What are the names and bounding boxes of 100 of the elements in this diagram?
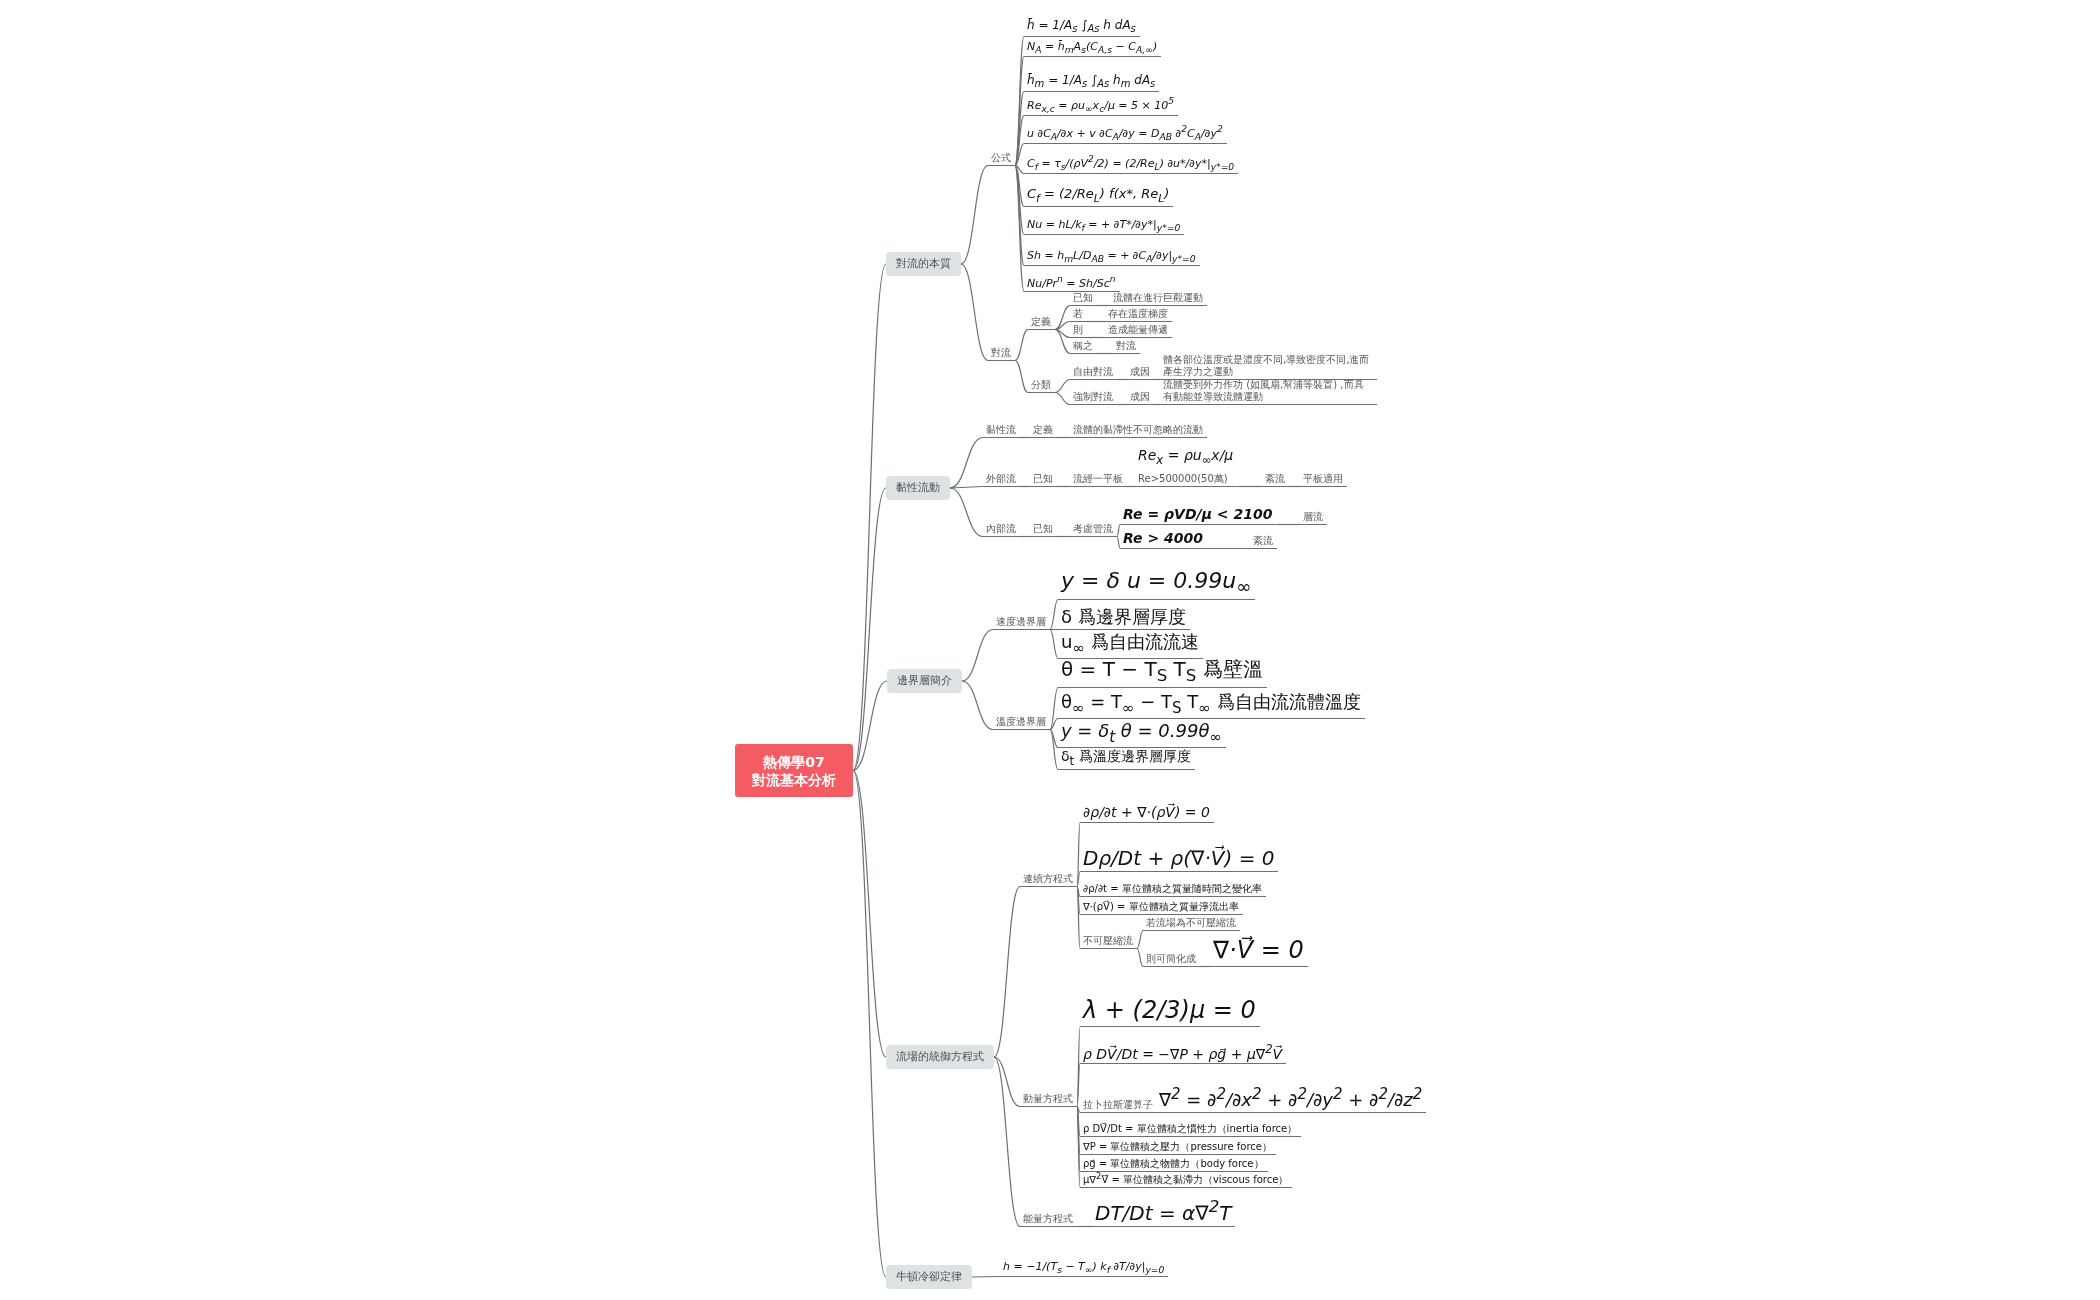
- branch-topic: 對流的本質: [886, 252, 961, 276]
- branch-topic: 牛頓冷卻定律: [886, 1265, 972, 1289]
- topic-node: [1080, 1085, 1427, 1113]
- topic-label: 動量方程式: [1020, 1093, 1077, 1107]
- connector-line: [1054, 391, 1071, 406]
- connector-line: [1049, 717, 1059, 731]
- topic-label: 已知: [1070, 292, 1097, 306]
- connector-line: [1136, 947, 1144, 968]
- branch-topic: 黏性流動: [886, 476, 950, 500]
- connector-line: [1096, 304, 1111, 307]
- connector-line: [960, 164, 989, 265]
- formula: μ∇$^{2}$V⃗ = 單位體積之黏滯力（viscous force）: [1080, 1170, 1293, 1188]
- topic-label: 速度邊界層: [993, 616, 1050, 630]
- formula: y = δ$_{t}$ θ = 0.99θ$_{∞}$: [1058, 720, 1226, 748]
- connector-line: [1014, 164, 1025, 208]
- connector-line: [949, 485, 984, 489]
- formula: u ∂C$_{A}$/∂x + v ∂C$_{A}$/∂y = D$_{AB}$ ∂$^{2}$C$_{A}$/∂y$^{2}$: [1024, 123, 1227, 144]
- topic-label: 溫度邊界層: [993, 716, 1050, 730]
- formula: ρ DV⃗/Dt = 單位體積之慣性力（inertia force）: [1080, 1123, 1302, 1137]
- connector-line: [1076, 1062, 1081, 1108]
- central-topic: 熱傳學07 對流基本分析: [735, 744, 853, 797]
- formula: ∇·(ρV⃗) = 單位體積之質量淨流出率: [1080, 901, 1243, 915]
- topic-label: 自由對流: [1070, 366, 1117, 380]
- topic-label: 成因: [1127, 391, 1154, 405]
- formula: Nu/Pr$^{n}$ = Sh/Sc$^{n}$: [1024, 273, 1120, 292]
- connector-line: [1056, 535, 1071, 538]
- connector-line: [1014, 142, 1025, 167]
- connector-line: [1116, 523, 1121, 538]
- topic-label: 強制對流: [1070, 391, 1117, 405]
- topic-label: 定義: [1030, 424, 1057, 438]
- connector-line: [1049, 598, 1059, 631]
- topic-label: 內部流: [983, 523, 1020, 537]
- connector-line: [993, 1056, 1021, 1228]
- formula: ρ DV⃗/Dt = −∇P + ρg⃗ + μ∇$^{2}$V⃗: [1080, 1041, 1287, 1064]
- topic-label: 流體受到外力作功 (如風扇,幫浦等裝置) ,而具有動能並導致流體運動: [1160, 379, 1377, 405]
- formula: θ$_{∞}$ = T$_{∞}$ − T$_{S}$ T$_{∞}$ 爲自由流流體溫度: [1058, 691, 1365, 719]
- connector-line: [1054, 378, 1071, 394]
- branch-topic: 邊界層簡介: [887, 669, 962, 693]
- connector-line: [961, 680, 994, 731]
- connector-line: [852, 263, 887, 772]
- topic-label: 考慮管流: [1070, 523, 1117, 537]
- formula: Dρ/Dt + ρ(∇·V⃗) = 0: [1080, 846, 1279, 872]
- connector-line: [1076, 1105, 1081, 1189]
- formula: C$_{f}$ = τ$_{s}$/(ρV$^{2}$/2) = (2/Re$_{L}$) ∂u*/∂y*|$_{y*=0}$: [1024, 153, 1239, 174]
- formula: ρg⃗ = 單位體積之物體力（body force）: [1080, 1158, 1268, 1172]
- connector-line: [1116, 403, 1128, 406]
- connector-line: [1049, 628, 1059, 660]
- connector-line: [1014, 164, 1025, 293]
- connector-line: [949, 487, 984, 538]
- connector-line: [961, 628, 994, 682]
- topic-label: 平板適用: [1300, 473, 1347, 487]
- topic-label: Re>500000(50萬): [1138, 473, 1228, 485]
- topic-label: 造成能量傳遞: [1105, 324, 1172, 338]
- topic-label: 則: [1070, 324, 1087, 338]
- connector-line: [1049, 728, 1059, 771]
- connector-line: [1076, 1225, 1093, 1228]
- topic-label: 連續方程式: [1020, 873, 1077, 887]
- formula: Re$_{x,c}$ = ρu$_{∞}$x$_{c}$/μ = 5 × 10$^{5}$: [1024, 95, 1179, 116]
- topic-label: 不可壓縮流: [1080, 935, 1137, 949]
- topic-label: 對流: [1113, 340, 1140, 354]
- formula: λ + (2/3)μ = 0: [1080, 996, 1260, 1027]
- connector-line: [1153, 403, 1161, 406]
- connector-line: [1116, 535, 1121, 550]
- formula: ∇·V⃗ = 0: [1210, 936, 1308, 967]
- formula: h̄$_{m}$ = 1/A$_{s}$ ∫$_{As}$ h$_{m}$ dA$_{s}$: [1024, 72, 1160, 92]
- topic-label: 拉卜拉斯運算子: [1083, 1099, 1153, 1111]
- topic-label: 流經一平板: [1070, 473, 1127, 487]
- topic-label: 則可簡化成: [1143, 953, 1200, 967]
- formula: y = δ u = 0.99u$_{∞}$: [1058, 567, 1256, 600]
- formula: Sh = h$_{m}$L/D$_{AB}$ = + ∂C$_{A}$/∂y|$_{y*=0}$: [1024, 248, 1200, 266]
- connector-line: [1076, 870, 1081, 888]
- connector-line: [1206, 547, 1251, 550]
- connector-line: [1054, 328, 1071, 355]
- formula: ∇$^{2}$ = ∂$^{2}$/∂x$^{2}$ + ∂$^{2}$/∂y$^{2}$ + ∂$^{2}$/∂z$^{2}$: [1159, 1085, 1423, 1111]
- formula: h̄ = 1/A$_{s}$ ∫$_{As}$ h dA$_{s}$: [1024, 17, 1140, 37]
- topic-label: 流體的黏滯性不可忽略的流動: [1070, 424, 1207, 438]
- connector-line: [1049, 728, 1059, 749]
- topic-label: 存在溫度梯度: [1105, 308, 1172, 322]
- connector-line: [1096, 352, 1114, 355]
- connector-line: [1076, 885, 1081, 898]
- topic-label: 公式: [988, 152, 1015, 166]
- topic-label: 外部流: [983, 473, 1020, 487]
- formula: C$_{f}$ = (2/Re$_{L}$) f(x*, Re$_{L}$): [1024, 186, 1174, 207]
- connector-line: [1054, 320, 1071, 331]
- topic-label: 對流: [988, 347, 1015, 361]
- formula: θ = T − T$_{S}$ T$_{S}$ 爲壁溫: [1058, 657, 1267, 688]
- connector-line: [1054, 328, 1071, 339]
- connector-line: [1076, 885, 1081, 950]
- connector-line: [1275, 523, 1301, 526]
- connector-line: [1049, 686, 1059, 731]
- topic-label: 層流: [1300, 511, 1327, 525]
- connector-line: [852, 487, 887, 772]
- topic-label: 成因: [1127, 366, 1154, 380]
- connector-line: [1236, 485, 1263, 488]
- formula: N$_{A}$ = h̄$_{m}$A$_{s}$(C$_{A,s}$ − C$_{A,∞}$): [1024, 39, 1162, 57]
- formula: u$_{∞}$ 爲自由流流速: [1058, 631, 1203, 659]
- connector-line: [1153, 378, 1161, 381]
- formula: ∂ρ/∂t = 單位體積之質量隨時間之變化率: [1080, 883, 1266, 897]
- connector-line: [1014, 164, 1025, 236]
- topic-label: 能量方程式: [1020, 1213, 1077, 1227]
